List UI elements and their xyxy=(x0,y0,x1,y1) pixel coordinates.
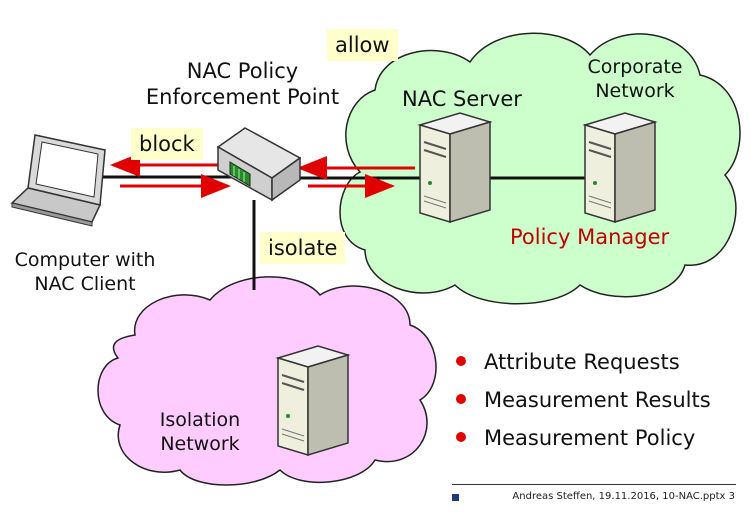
isolation-network-label: Isolation Network xyxy=(150,408,250,456)
pep-label-line2: Enforcement Point xyxy=(145,85,340,109)
footer-square-icon xyxy=(452,494,459,501)
policy-manager-server-icon xyxy=(582,112,658,224)
laptop-icon xyxy=(10,134,106,227)
switch-icon xyxy=(216,127,302,202)
corporate-network-label: Corporate Network xyxy=(580,55,690,103)
policy-manager-label: Policy Manager xyxy=(510,225,670,249)
isolate-tag: isolate xyxy=(260,232,346,264)
block-tag: block xyxy=(131,128,203,160)
bullet-item: Measurement Results xyxy=(452,381,711,419)
isolation-network-label-line2: Network xyxy=(160,433,240,455)
nac-server-label: NAC Server xyxy=(402,87,522,111)
isolation-server-icon xyxy=(275,345,351,457)
bullet-item: Attribute Requests xyxy=(452,343,711,381)
corporate-network-label-line2: Network xyxy=(595,80,675,102)
corporate-network-cloud xyxy=(339,32,741,305)
computer-label-line1: Computer with xyxy=(14,249,156,271)
isolation-network-cloud xyxy=(97,276,437,486)
pep-label-line1: NAC Policy xyxy=(186,59,299,83)
footer-divider xyxy=(452,484,736,485)
isolation-network-label-line1: Isolation xyxy=(159,409,241,431)
corporate-network-label-line1: Corporate xyxy=(587,56,683,78)
allow-tag: allow xyxy=(327,29,398,61)
footer-text: Andreas Steffen, 19.11.2016, 10-NAC.pptx… xyxy=(512,491,735,502)
computer-label-line2: NAC Client xyxy=(34,273,136,295)
nac-server-icon xyxy=(417,112,493,224)
bullet-item: Measurement Policy xyxy=(452,419,711,457)
computer-label: Computer with NAC Client xyxy=(5,248,165,296)
legend-bullet-list: Attribute Requests Measurement Results M… xyxy=(452,343,711,457)
pep-label: NAC Policy Enforcement Point xyxy=(140,58,345,110)
